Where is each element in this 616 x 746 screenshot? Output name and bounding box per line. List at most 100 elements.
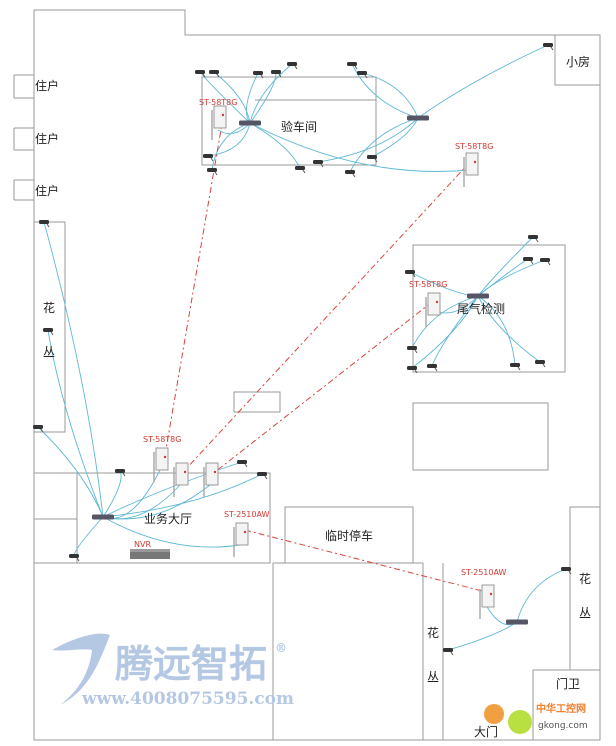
switch-icon <box>467 293 489 299</box>
camera-icon <box>407 346 418 354</box>
label-gatehouse: 门卫 <box>556 676 580 691</box>
cable <box>477 295 516 366</box>
label-flower-bed-left-2: 丛 <box>43 345 55 359</box>
access-point-icon <box>203 462 219 497</box>
label-residence-1: 住户 <box>35 78 59 93</box>
label-ap-gate-bridge: ST-2510AW <box>461 568 507 577</box>
label-ap-hall-bridge: ST-2510AW <box>224 510 270 519</box>
access-point-icon <box>463 152 479 187</box>
gear-icon <box>484 704 504 724</box>
camera-icon <box>561 567 572 575</box>
camera-icon <box>43 328 54 336</box>
label-temp-parking: 临时停车 <box>325 528 373 543</box>
camera-icon <box>203 154 214 162</box>
cable <box>37 426 104 518</box>
label-ap-hall: ST-58T8G <box>143 435 181 444</box>
camera-icon <box>357 71 368 79</box>
label-main-gate: 大门 <box>474 724 498 739</box>
building-walls <box>13 9 601 741</box>
label-business-hall: 业务大厅 <box>144 511 192 526</box>
label-residence-3: 住户 <box>35 183 59 198</box>
camera-icon <box>523 257 534 265</box>
camera-icon <box>209 70 220 78</box>
cable <box>349 117 419 173</box>
access-points <box>153 105 495 619</box>
camera-icon <box>39 220 50 228</box>
camera-icon <box>528 235 539 243</box>
cable <box>411 295 479 349</box>
label-inspection-hall: 验车间 <box>281 119 317 134</box>
cable <box>249 63 293 124</box>
switch-icon <box>506 619 528 625</box>
nvr-device <box>130 549 170 559</box>
cable <box>249 71 277 124</box>
cable <box>477 236 534 297</box>
access-point-icon <box>211 105 227 140</box>
camera-icon <box>540 258 551 266</box>
camera-icon <box>313 160 324 168</box>
switches <box>92 115 528 625</box>
cable <box>516 568 567 623</box>
cable-links <box>37 44 567 651</box>
camera-icon <box>535 360 546 368</box>
cable <box>249 122 301 169</box>
access-point-icon <box>233 522 249 557</box>
label-flower-bed-left-1: 花 <box>43 300 55 315</box>
brand-logo-icon <box>52 633 110 705</box>
flower-bed-left <box>33 221 66 433</box>
cable <box>371 117 419 158</box>
cable <box>73 516 104 557</box>
cable <box>361 72 419 119</box>
label-nvr: NVR <box>134 540 151 549</box>
camera-icon <box>405 270 416 278</box>
label-emission-test: 尾气检测 <box>457 301 505 316</box>
camera-icon <box>443 648 454 656</box>
camera-icon <box>543 43 554 51</box>
camera-icon <box>407 366 418 374</box>
label-residence-2: 住户 <box>35 131 59 146</box>
cable <box>207 122 251 157</box>
camera-icon <box>295 166 306 174</box>
wireless-link <box>184 161 471 471</box>
cameras <box>33 43 572 656</box>
cable <box>43 221 104 518</box>
access-point-icon <box>479 584 495 619</box>
camera-icon <box>195 70 206 78</box>
camera-icon <box>427 364 438 372</box>
label-ap-emission: ST-58T8G <box>409 280 447 289</box>
camera-icon <box>69 554 80 562</box>
cable <box>411 295 479 369</box>
camera-icon <box>271 70 282 78</box>
camera-icon <box>33 425 44 433</box>
label-flower-bed-right-2: 丛 <box>579 606 591 620</box>
camera-icon <box>287 62 298 70</box>
watermark-brand: 腾远智拓 <box>115 641 267 686</box>
gkong-logo-url: gkong.com <box>538 721 588 731</box>
gkong-logo: 中华工控网 gkong.com <box>484 702 588 734</box>
cable <box>213 71 251 124</box>
wireless-links <box>164 117 487 593</box>
cable <box>431 295 479 367</box>
label-flower-bed-mid-1: 花 <box>427 625 439 640</box>
camera-icon <box>115 469 126 477</box>
cable <box>477 258 529 297</box>
switch-icon <box>92 514 114 520</box>
inspection-room <box>201 76 377 166</box>
cable <box>417 44 549 119</box>
cable <box>47 329 104 518</box>
label-flower-bed-mid-2: 丛 <box>427 670 439 684</box>
cable <box>102 470 122 518</box>
cable <box>102 516 241 548</box>
watermark-registered: ® <box>275 641 287 655</box>
camera-icon <box>347 62 358 70</box>
cable <box>249 122 471 172</box>
cable <box>351 63 419 119</box>
camera-icon <box>253 71 264 79</box>
camera-icon <box>345 170 356 178</box>
emission-test-room <box>412 244 566 373</box>
switch-icon <box>407 115 429 121</box>
wireless-link <box>214 301 433 473</box>
cable <box>317 117 419 163</box>
